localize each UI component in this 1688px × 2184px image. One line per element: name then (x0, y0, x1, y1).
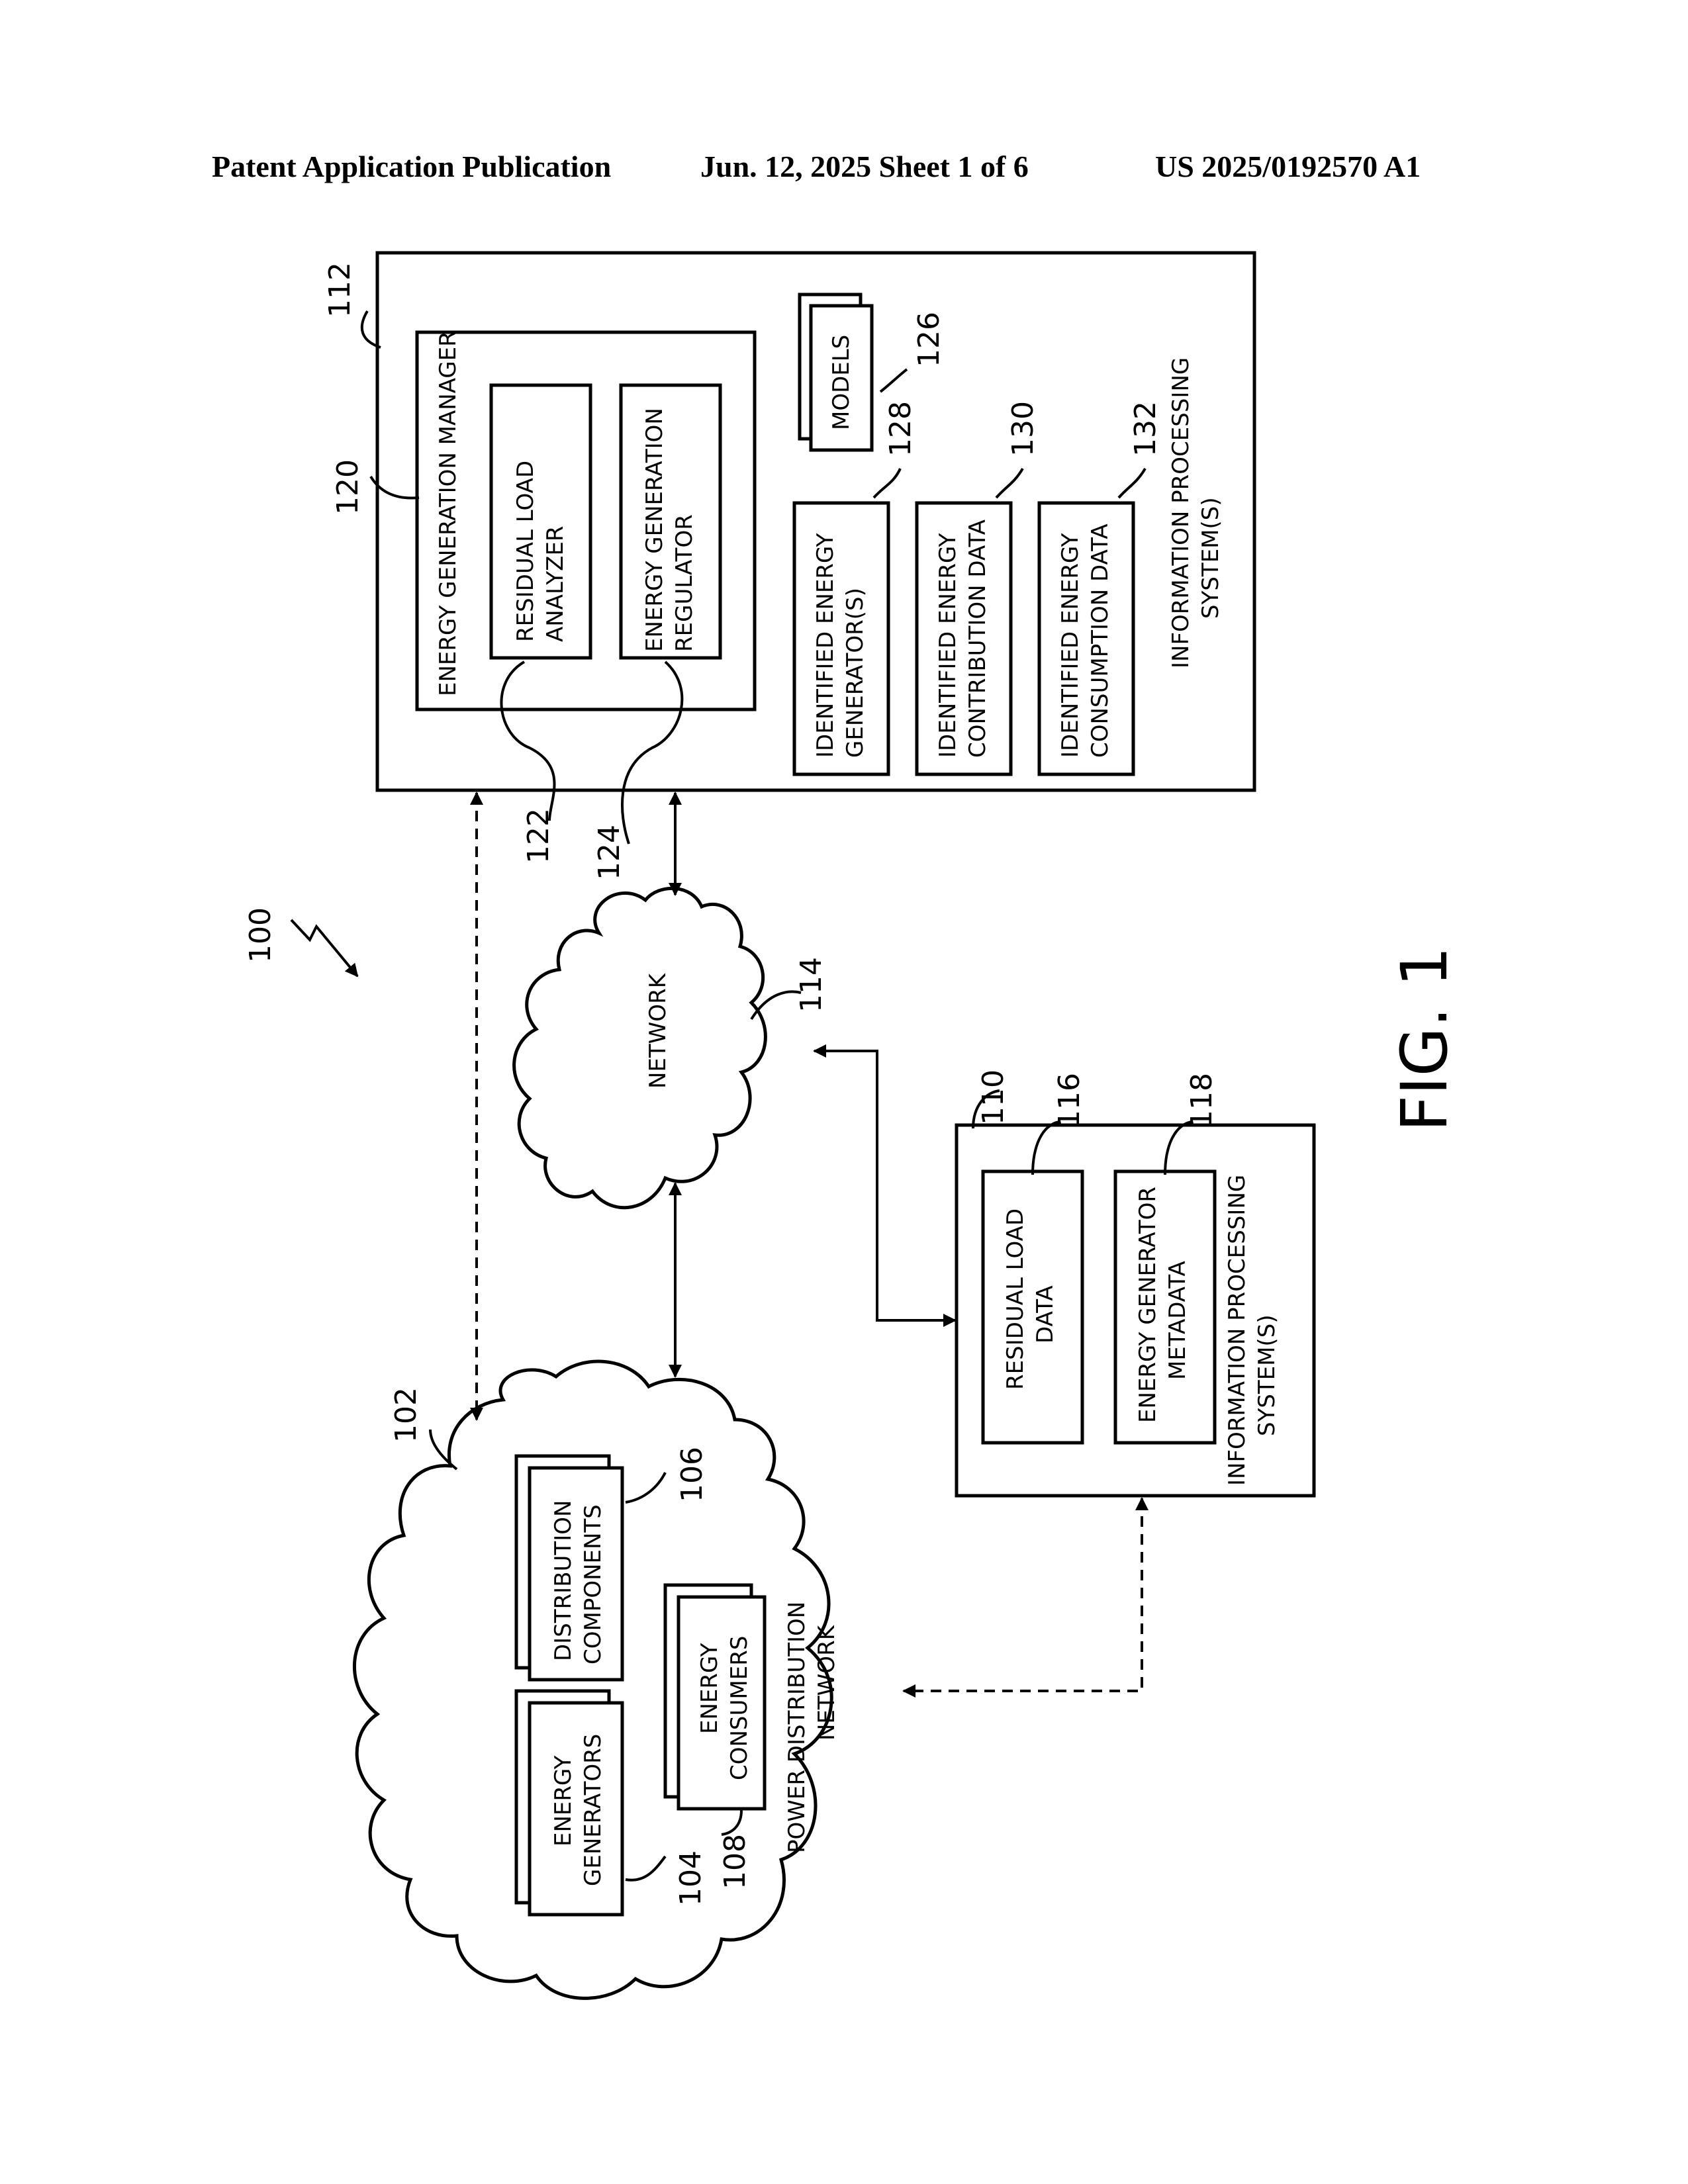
residual-load-analyzer-line1: RESIDUAL LOAD (512, 461, 539, 642)
residual-load-analyzer-box (491, 385, 590, 658)
generators-line1: ENERGY (550, 1755, 577, 1846)
ips-second: RESIDUAL LOAD DATA ENERGY GENERATOR META… (957, 1069, 1314, 1496)
consumption-data-line1: IDENTIFIED ENERGY (1057, 533, 1084, 758)
generator-metadata-line1: ENERGY GENERATOR (1135, 1187, 1161, 1423)
distribution-line1: DISTRIBUTION (550, 1500, 577, 1661)
ips-second-label-line2: SYSTEM(S) (1254, 1314, 1280, 1436)
ref-114: 114 (794, 957, 828, 1013)
models-label: MODELS (828, 335, 855, 430)
ref-122: 122 (522, 808, 555, 864)
network-cloud: NETWORK 114 (514, 888, 828, 1207)
identified-generators-box (794, 503, 888, 774)
ref-112: 112 (323, 262, 357, 318)
ref-102: 102 (389, 1387, 423, 1443)
ref-110: 110 (976, 1069, 1010, 1125)
ref-124: 124 (592, 825, 626, 880)
ref-128: 128 (884, 401, 917, 457)
power-network-label-line2: NETWORK (814, 1624, 840, 1741)
network-ips-second-link (814, 1051, 955, 1320)
dashed-ips-second-power-link (904, 1498, 1142, 1691)
ref-132: 132 (1129, 401, 1162, 457)
network-label: NETWORK (645, 972, 671, 1089)
ips-second-label-line1: INFORMATION PROCESSING (1224, 1175, 1250, 1486)
ips-main-label-line2: SYSTEM(S) (1197, 497, 1224, 619)
consumption-data-line2: CONSUMPTION DATA (1087, 523, 1113, 758)
ref-104: 104 (674, 1850, 708, 1906)
ref-120: 120 (331, 459, 365, 515)
residual-load-analyzer-line2: ANALYZER (542, 525, 569, 642)
consumption-data-box (1039, 503, 1133, 774)
energy-generation-regulator-box (621, 385, 720, 658)
ips-main: ENERGY GENERATION MANAGER RESIDUAL LOAD … (323, 253, 1254, 880)
identified-generators-line1: IDENTIFIED ENERGY (812, 533, 839, 758)
ref-118: 118 (1185, 1073, 1219, 1128)
contribution-data-line1: IDENTIFIED ENERGY (935, 533, 961, 758)
contribution-data-line2: CONTRIBUTION DATA (964, 520, 991, 758)
residual-load-data-line2: DATA (1032, 1285, 1058, 1343)
consumers-line1: ENERGY (696, 1643, 723, 1734)
identified-generators-line2: GENERATOR(S) (842, 588, 868, 758)
ref-108: 108 (718, 1834, 752, 1889)
energy-generation-regulator-line2: REGULATOR (671, 514, 698, 652)
residual-load-data-line1: RESIDUAL LOAD (1002, 1208, 1029, 1390)
power-network-label-line1: POWER DISTRIBUTION (784, 1602, 810, 1853)
energy-generation-manager-label: ENERGY GENERATION MANAGER (435, 331, 461, 696)
network-cloud-outline (514, 888, 766, 1207)
ref-100-arrow (291, 920, 357, 976)
figure-label: FIG. 1 (1387, 946, 1462, 1132)
ref-130: 130 (1006, 401, 1040, 457)
generators-line2: GENERATORS (580, 1734, 606, 1886)
ref-106: 106 (675, 1447, 709, 1502)
distribution-line2: COMPONENTS (580, 1504, 606, 1664)
energy-generation-regulator-line1: ENERGY GENERATION (641, 408, 668, 652)
ips-main-label-line1: INFORMATION PROCESSING (1168, 357, 1194, 668)
ref-116: 116 (1053, 1073, 1086, 1128)
power-distribution-cloud: DISTRIBUTION COMPONENTS 106 ENERGY GENER… (354, 1361, 840, 1998)
consumers-line2: CONSUMERS (726, 1636, 753, 1780)
contribution-data-box (917, 503, 1011, 774)
ref-100: 100 (244, 907, 277, 963)
generator-metadata-line2: METADATA (1164, 1261, 1191, 1380)
ref-126: 126 (912, 312, 946, 367)
